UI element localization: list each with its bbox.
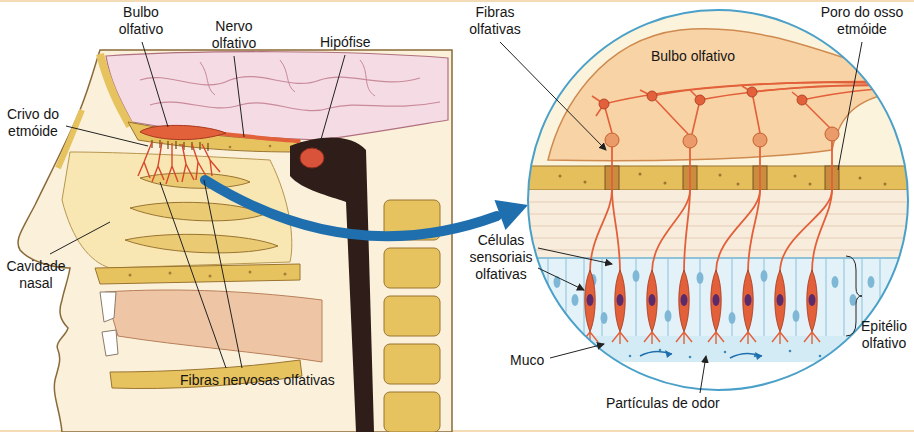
part-label: Muco xyxy=(510,352,554,369)
part-label: Bulbo olfativo xyxy=(110,4,172,38)
part-label: Fibras olfativas xyxy=(462,4,528,38)
frame-band xyxy=(0,0,914,2)
magnify-circle-rim xyxy=(528,10,908,390)
part-label: Partículas de odor xyxy=(606,395,746,412)
part-label: Hipófise xyxy=(320,34,382,51)
part-label: Nervo olfativo xyxy=(205,18,263,52)
part-label: Crivo do etmóide xyxy=(2,106,64,140)
part-label: Poro do osso etmóide xyxy=(816,4,908,38)
part-label: Bulbo olfativo xyxy=(638,48,748,65)
leader-lines xyxy=(50,42,862,393)
part-label: Células sensoriais olfativas xyxy=(466,232,536,282)
part-label: Fibras nervosas olfativas xyxy=(180,372,360,389)
part-label: Epitélio olfativo xyxy=(857,318,911,352)
part-label: Cavidade nasal xyxy=(2,258,70,292)
zoom-arrow xyxy=(205,180,528,236)
olfactory-epithelium-detail xyxy=(520,0,914,362)
